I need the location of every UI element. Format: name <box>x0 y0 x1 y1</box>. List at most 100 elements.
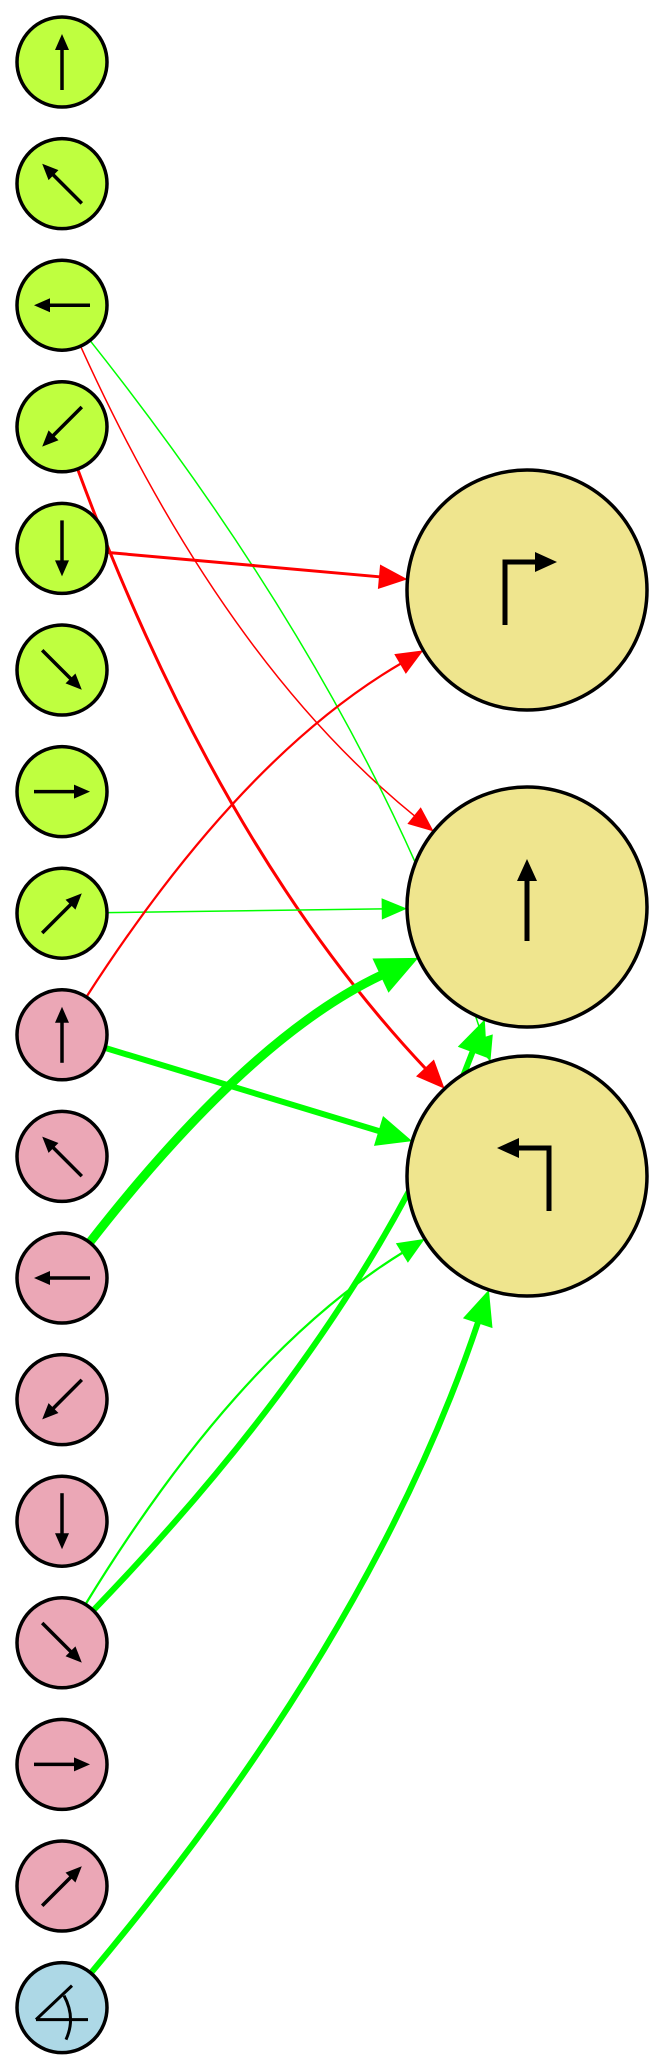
arrow-head <box>55 34 69 50</box>
connection-arrowhead <box>416 1059 445 1089</box>
connection-b-down-right-to-turn-left <box>84 1238 425 1605</box>
connection-a-down-to-turn-right <box>106 550 408 590</box>
connection-arrowhead <box>381 898 408 920</box>
output-node-circle <box>405 1054 649 1298</box>
arrow-head <box>497 1138 519 1158</box>
output-node-forward <box>405 785 649 1029</box>
arrow-shaft <box>48 405 84 441</box>
arrow-up-left-icon <box>42 1136 84 1178</box>
connection-arrowhead <box>457 1019 487 1058</box>
connection-b-up-to-turn-left <box>104 1045 413 1146</box>
connection-line <box>76 468 428 1071</box>
input-node-b-up-right <box>15 1839 109 1933</box>
arrow-head <box>55 1006 69 1023</box>
arrow-down-left-icon <box>42 1378 84 1420</box>
input-node-c-angle <box>15 1960 109 2055</box>
input-node-a-down <box>15 501 109 596</box>
connection-line <box>85 662 403 998</box>
output-node-circle <box>405 468 649 712</box>
arrow-shaft <box>40 899 76 935</box>
input-node-a-up <box>15 15 109 109</box>
arrow-head <box>65 893 82 910</box>
input-node-circle <box>15 1960 109 2055</box>
arrow-up-right-icon <box>40 893 82 935</box>
arrow-down-icon <box>55 520 69 577</box>
angle-icon <box>34 1984 88 2041</box>
input-node-a-left <box>15 258 109 352</box>
arrow-shaft <box>40 648 76 684</box>
arrow-right-icon <box>34 784 90 799</box>
arrow-head <box>65 1646 82 1663</box>
arrow-head <box>42 430 59 447</box>
connection-arrowhead <box>407 807 434 832</box>
connection-c-angle-to-turn-left <box>88 1289 493 1976</box>
arrow-head <box>42 1403 59 1420</box>
connection-line <box>106 550 382 579</box>
arrow-shaft <box>40 1621 76 1657</box>
output-node-turn-right <box>405 468 649 712</box>
input-node-a-up-right <box>15 866 109 960</box>
connection-a-up-right-to-forward <box>106 898 408 920</box>
output-node-turn-left <box>405 1054 649 1298</box>
input-node-a-down-left <box>15 380 109 474</box>
connection-arrowhead <box>394 650 424 674</box>
connection-layer <box>76 339 493 1976</box>
connection-line <box>86 970 385 1246</box>
arrow-shaft <box>40 1872 76 1908</box>
turn-right-icon <box>502 552 557 625</box>
arrow-head <box>74 1757 90 1772</box>
connection-arrowhead <box>372 957 419 993</box>
arrow-right-icon <box>34 1757 90 1772</box>
input-node-a-down-right <box>15 623 109 717</box>
input-node-a-up-left <box>15 136 109 231</box>
input-node-b-up-left <box>15 1109 109 1204</box>
arrow-left-icon <box>34 1271 90 1285</box>
arrow-head <box>42 1136 59 1153</box>
arrow-up-left-icon <box>42 163 84 205</box>
arrow-head <box>34 298 50 313</box>
connection-line <box>106 908 384 914</box>
connection-line <box>88 1320 482 1976</box>
arrow-head <box>42 163 59 181</box>
arrow-down-left-icon <box>42 405 84 447</box>
node-layer <box>15 15 649 2055</box>
angle-arc <box>62 1994 72 2041</box>
arrow-down-right-icon <box>40 648 82 690</box>
arrow-head <box>517 859 537 881</box>
arrow-shaft <box>48 1142 84 1178</box>
input-node-b-right <box>15 1717 109 1812</box>
arrow-shaft <box>48 169 84 205</box>
turn-path <box>502 559 535 625</box>
input-node-b-down-left <box>15 1352 109 1447</box>
arrow-head <box>34 1271 50 1285</box>
connection-arrowhead <box>373 1115 413 1146</box>
arrow-head <box>65 1866 82 1883</box>
connection-arrowhead <box>395 1238 425 1263</box>
angle-lines <box>34 1984 88 2022</box>
connection-b-left-to-forward <box>86 957 419 1246</box>
arrow-head <box>55 560 69 577</box>
arrow-head <box>74 784 90 799</box>
connection-arrowhead <box>377 564 408 590</box>
connection-line <box>104 1045 382 1135</box>
input-node-a-right <box>15 744 109 839</box>
arrow-down-icon <box>55 1493 69 1550</box>
input-node-b-left <box>15 1231 109 1325</box>
arrow-up-icon <box>55 34 69 90</box>
input-node-b-down-right <box>15 1596 109 1690</box>
turn-path <box>519 1145 552 1211</box>
turn-left-icon <box>497 1138 552 1211</box>
arrow-shaft <box>48 1378 84 1414</box>
forward-arrow-icon <box>517 859 537 941</box>
connection-a-left-to-forward <box>79 345 434 832</box>
connection-b-up-to-turn-right <box>85 650 424 998</box>
arrow-head <box>55 1533 69 1550</box>
connection-a-down-left-to-turn-left <box>76 468 445 1089</box>
input-node-b-down <box>15 1474 109 1568</box>
input-node-b-up <box>15 988 109 1082</box>
arrow-left-icon <box>34 298 90 313</box>
connection-line <box>79 345 417 818</box>
arrow-up-icon <box>55 1006 69 1063</box>
arrow-head <box>65 673 82 690</box>
